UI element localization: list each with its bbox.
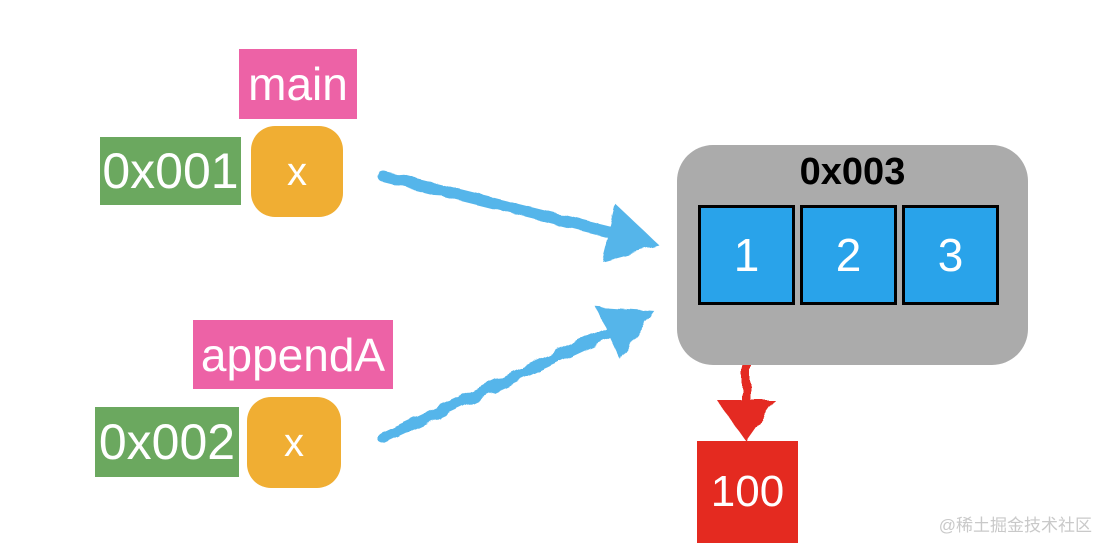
address-box-main: 0x001	[100, 137, 241, 205]
pointer-arrow-main-to-array	[377, 170, 659, 261]
pointer-arrowhead-appendA-icon	[595, 306, 655, 360]
array-cell-1: 2	[800, 205, 897, 305]
value-arrowhead-icon	[717, 400, 775, 441]
pointer-arrow-main-line	[377, 170, 615, 238]
pointed-value-box: 100	[697, 441, 798, 543]
array-cells-row: 1 2 3	[698, 205, 999, 305]
backing-array-address: 0x003	[799, 151, 906, 193]
watermark: @稀土掘金技术社区	[938, 516, 1092, 535]
frame-label-appendA: appendA	[193, 320, 393, 389]
frame-label-main: main	[239, 49, 357, 119]
pointer-arrow-appendA-to-array	[377, 306, 655, 444]
pointer-arrowhead-main-icon	[601, 204, 659, 261]
variable-box-appendA-x: x	[247, 397, 341, 488]
pointer-arrow-appendA-line	[377, 327, 614, 444]
backing-array-box: 0x003 1 2 3	[677, 145, 1028, 365]
address-box-appendA: 0x002	[95, 407, 239, 477]
array-cell-0: 1	[698, 205, 795, 305]
variable-box-main-x: x	[251, 126, 343, 217]
array-cell-2: 3	[902, 205, 999, 305]
